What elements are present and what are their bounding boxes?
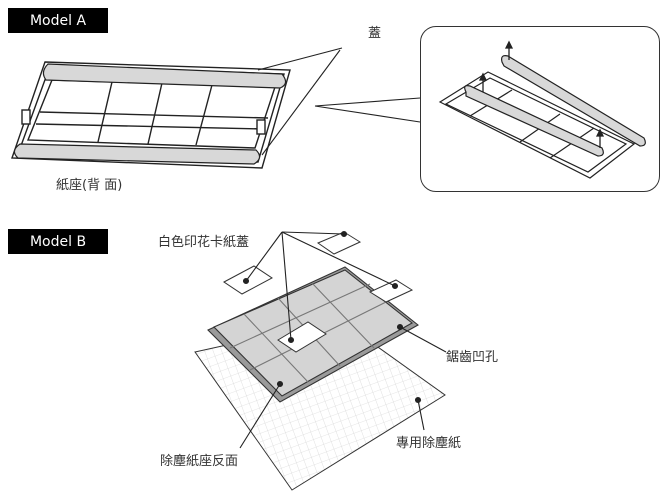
model-b-badge: Model B (8, 229, 108, 254)
dust-paper-base-back-label: 除塵紙座反面 (160, 454, 239, 469)
detail-lift-arrows (478, 40, 605, 148)
serrated-hole-label: 鋸齒凹孔 (446, 350, 499, 365)
paper-base-back-label: 紙座(背 面) (56, 178, 123, 193)
model-a-cover-bars (13, 63, 287, 165)
detail-cover-bars (464, 55, 646, 157)
model-a-badge: Model A (8, 8, 108, 33)
cover-label: 蓋 (368, 26, 382, 41)
special-dust-paper-label: 專用除塵紙 (396, 436, 462, 451)
model-a-tray (11, 61, 291, 169)
model-a-callout-lines (257, 47, 421, 156)
white-printed-cover-label: 白色印花卡紙蓋 (158, 235, 250, 250)
model-b-pointer-lines (239, 230, 447, 449)
